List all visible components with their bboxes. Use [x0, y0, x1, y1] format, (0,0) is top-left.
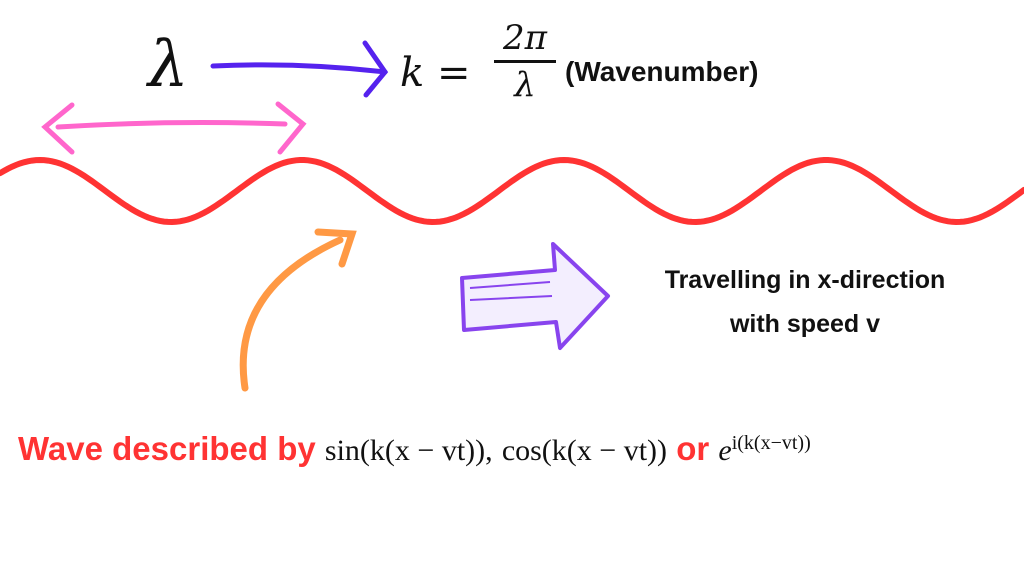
wave-description: Wave described by sin(k(x − vt)), cos(k(… [18, 430, 811, 468]
sine-wave [0, 156, 1024, 226]
travel-label: Travelling in x-direction with speed v [600, 258, 1010, 346]
wavelength-double-arrow [41, 101, 307, 155]
wavenumber-fraction: 2π λ [490, 18, 560, 105]
fraction-bar [494, 60, 556, 63]
curved-arrow [239, 228, 357, 392]
fraction-numerator: 2π [503, 18, 547, 58]
wavenumber-label: (Wavenumber) [565, 56, 759, 87]
description-prefix: Wave described by [18, 430, 316, 467]
travel-label-line1: Travelling in x-direction [664, 266, 946, 294]
exp-power: i(k(x−vt)) [731, 432, 811, 454]
wavelength-symbol: λ [148, 28, 189, 102]
wavenumber-equation: k = [400, 50, 471, 96]
or-word: or [676, 430, 710, 467]
travel-label-line2: with speed v [729, 310, 881, 338]
sin-expression: sin(k(x − vt)) [324, 434, 486, 467]
k-arrow [210, 40, 389, 98]
fraction-denominator: λ [514, 65, 536, 105]
separator: , [485, 434, 493, 467]
travel-direction-arrow [460, 242, 610, 350]
exp-base: e [718, 434, 732, 467]
cos-expression: cos(k(x − vt)) [501, 434, 668, 467]
